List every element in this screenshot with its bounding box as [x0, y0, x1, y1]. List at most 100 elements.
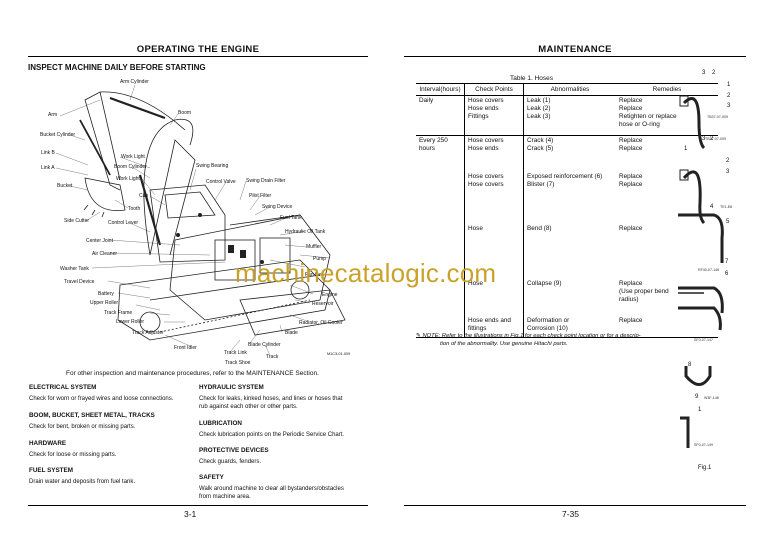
- label-fuel-tank: Fuel Tank: [280, 215, 302, 221]
- label-arm: Arm: [48, 112, 58, 118]
- hydraulic-system-text-2: rub against each other or other parts.: [199, 404, 298, 410]
- right-page: MAINTENANCE Table 1. Hoses Interval(hour…: [384, 0, 768, 543]
- fig-num-1c: 1: [684, 146, 688, 152]
- label-upper-roller: Upper Roller: [90, 300, 119, 306]
- footer-rule: [28, 505, 368, 506]
- safety-heading: SAFETY: [199, 474, 224, 481]
- label-swing-bearing: Swing Bearing: [196, 163, 229, 169]
- label-boom-cylinder: Boom Cylinder: [114, 164, 147, 170]
- label-arm-cylinder: Arm Cylinder: [120, 79, 149, 85]
- remedy-cell: (Use proper bend: [619, 287, 669, 295]
- label-travel-device: Travel Device: [64, 279, 95, 285]
- label-swing-device: Swing Device: [262, 204, 293, 210]
- table-row: Hose covers Hose covers Exposed reinforc…: [416, 171, 718, 224]
- check-point-cell: Hose covers: [468, 180, 504, 188]
- check-point-cell: Hose covers: [468, 137, 504, 144]
- abnormality-cell: Blister (7): [527, 180, 555, 188]
- label-air-cleaner: Air Cleaner: [92, 251, 118, 257]
- check-point-cell: Fittings: [468, 113, 489, 120]
- boom-bucket-text: Check for bent, broken or missing parts.: [29, 424, 136, 430]
- label-reservoir: Reservoir: [312, 301, 334, 307]
- hydraulic-system-text-1: Check for leaks, kinked hoses, and lines…: [199, 396, 343, 402]
- electrical-system-heading: ELECTRICAL SYSTEM: [29, 384, 97, 391]
- label-control-valve: Control Valve: [206, 179, 236, 185]
- label-washer-tank: Washer Tank: [60, 266, 89, 272]
- abnormality-cell: Exposed reinforcement (6): [527, 172, 603, 180]
- lubrication-text: Check lubrication points on the Periodic…: [199, 432, 345, 438]
- maintenance-reference-note: For other inspection and maintenance pro…: [66, 370, 319, 377]
- label-work-light-1: Work Light: [121, 154, 145, 160]
- right-page-title: MAINTENANCE: [538, 44, 612, 55]
- abnormality-cell: Leak (1): [527, 97, 551, 104]
- fig-num-5: 5: [726, 219, 730, 225]
- label-track-shoe: Track Shoe: [225, 360, 251, 366]
- hardware-text: Check for loose or missing parts.: [29, 452, 117, 458]
- table-row: Hose ends and fittings Deformation or Co…: [416, 315, 718, 338]
- label-bucket-cylinder: Bucket Cylinder: [40, 132, 76, 138]
- lubrication-heading: LUBRICATION: [199, 420, 242, 427]
- remedy-cell: Replace: [619, 224, 643, 232]
- title-rule: [28, 56, 368, 57]
- electrical-system-text: Check for worn or frayed wires and loose…: [29, 396, 174, 402]
- protective-devices-text: Check guards, fenders.: [199, 459, 262, 465]
- label-blade: Blade: [285, 330, 298, 336]
- check-point-cell: Hose ends: [468, 145, 499, 152]
- note-icon: ✎: [416, 333, 421, 339]
- label-cab: Cab: [139, 193, 149, 199]
- label-swing-drain-filter: Swing Drain Filter: [246, 178, 286, 184]
- remedy-cell: Retighten or replace: [619, 113, 677, 120]
- fig-num-9: 9: [695, 394, 699, 400]
- header-abnormalities: Abnormalities: [523, 83, 616, 96]
- remedy-cell: hose or O-ring: [619, 121, 660, 128]
- fig-code-1: TB37-07-009: [707, 115, 728, 119]
- fuel-system-heading: FUEL SYSTEM: [29, 467, 73, 474]
- figure-label: Fig.1: [698, 465, 712, 471]
- safety-text-2: from machine area.: [199, 494, 251, 500]
- fig-num-2d: 2: [726, 158, 730, 164]
- check-point-cell: fittings: [468, 324, 487, 332]
- abnormality-cell: Deformation or: [527, 316, 570, 324]
- fig-num-3c: 3: [702, 136, 706, 142]
- fig-num-6: 6: [725, 271, 729, 277]
- remedy-cell: Replace: [619, 279, 643, 287]
- label-radiator-oil-cooler: Radiator, Oil Cooler: [299, 320, 343, 326]
- interval-cell: Every 250: [419, 137, 448, 144]
- remedy-cell: radius): [619, 295, 639, 303]
- note-line-2: tion of the abnormality. Use genuine Hit…: [440, 341, 568, 347]
- fig-num-3: 3: [702, 70, 706, 76]
- hydraulic-system-heading: HYDRAULIC SYSTEM: [199, 384, 264, 391]
- watermark: machinecatalogic.com: [235, 258, 497, 288]
- fuel-system-text: Drain water and deposits from fuel tank.: [29, 479, 136, 485]
- left-page: OPERATING THE ENGINE INSPECT MACHINE DAI…: [28, 44, 368, 519]
- remedy-cell: Replace: [619, 137, 643, 144]
- remedy-cell: Replace: [619, 145, 643, 152]
- fig-num-3d: 3: [726, 169, 730, 175]
- label-muffler: Muffler: [306, 244, 322, 250]
- fig-num-3b: 3: [727, 103, 731, 109]
- fig-code-6: W3F-148: [704, 396, 719, 400]
- label-center-joint: Center Joint: [86, 238, 113, 244]
- fig-num-2c: 2: [710, 136, 714, 142]
- label-lower-roller: Lower Roller: [116, 319, 145, 325]
- fig-code-7: SF0-07-149: [694, 443, 713, 447]
- note-text: ✎ NOTE: Refer to the illustrations in Fi…: [416, 332, 716, 348]
- remedy-cell: Replace: [619, 316, 643, 324]
- table-caption: Table 1. Hoses: [510, 75, 553, 82]
- abnormality-cell: Collapse (9): [527, 279, 562, 287]
- label-work-light-2: Work Light: [116, 176, 140, 182]
- label-track: Track: [266, 354, 279, 360]
- header-remedies: Remedies: [616, 83, 718, 96]
- inspect-subheading: INSPECT MACHINE DAILY BEFORE STARTING: [28, 63, 206, 72]
- footer-rule-right: [404, 505, 746, 506]
- safety-text-1: Walk around machine to clear all bystand…: [199, 486, 344, 492]
- fig-code-4: RF40-07-146: [698, 268, 720, 272]
- table-row: Hose Bend (8) Replace: [416, 223, 718, 279]
- interval-cell: Daily: [419, 97, 434, 104]
- fig-num-4: 4: [710, 204, 714, 210]
- remedy-cell: Replace: [619, 172, 643, 180]
- fig-num-1d: 1: [698, 407, 702, 413]
- label-tooth: Tooth: [128, 206, 141, 212]
- header-interval: Interval(hours): [416, 83, 465, 96]
- table-row: Daily Hose covers Hose ends Fittings Lea…: [416, 95, 718, 136]
- label-engine: Engine: [322, 292, 338, 298]
